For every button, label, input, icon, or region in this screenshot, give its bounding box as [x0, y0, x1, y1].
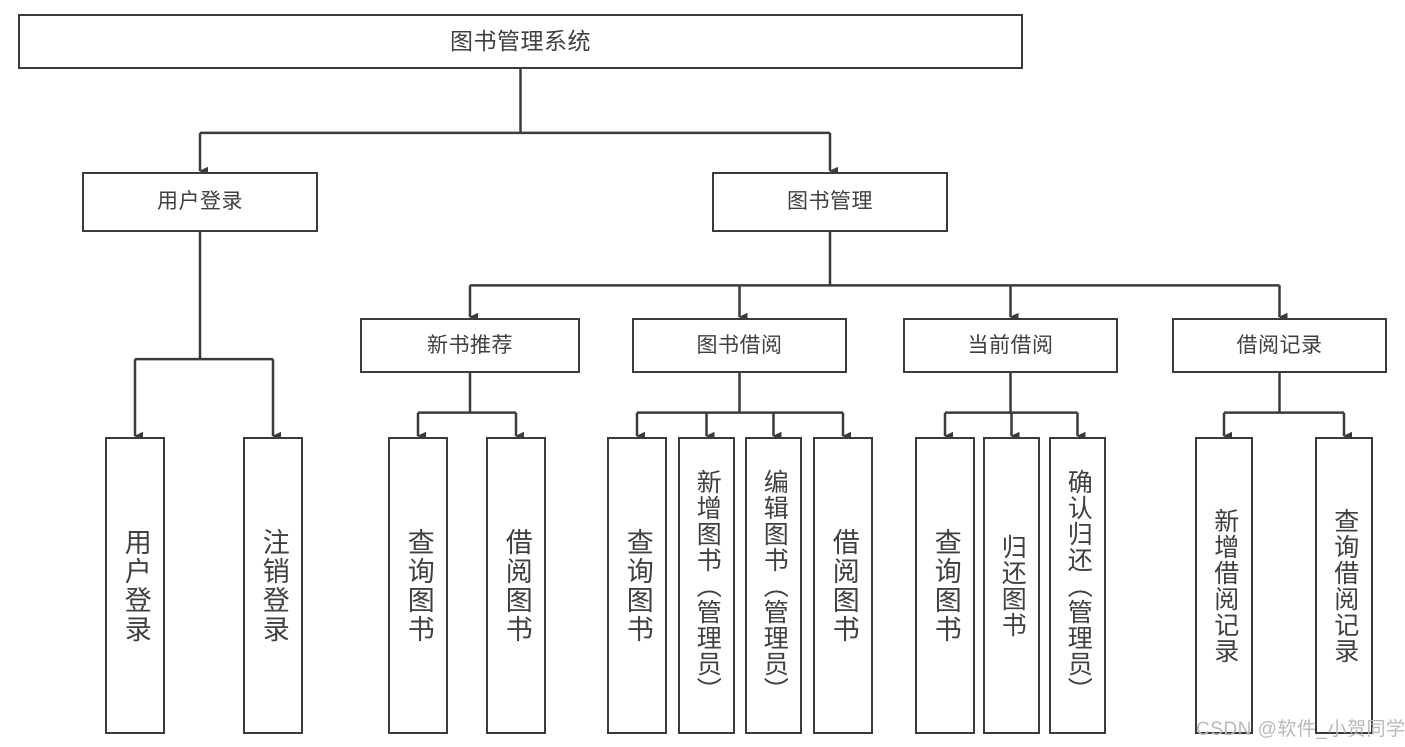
node-root[interactable]: 图书管理系统: [18, 14, 1023, 69]
node-label: 图书管理: [787, 190, 873, 214]
node-leaf-user-logout[interactable]: 注销登录: [243, 437, 303, 734]
node-leaf-user-login[interactable]: 用户登录: [105, 437, 165, 734]
node-leaf-bb-query[interactable]: 查询图书: [607, 437, 667, 734]
node-leaf-rec-borrow[interactable]: 借阅图书: [486, 437, 546, 734]
node-leaf-bb-lend[interactable]: 借阅图书: [813, 437, 873, 734]
node-label: 编辑图书（管理员）: [760, 468, 789, 703]
node-label: 查询图书: [403, 527, 434, 644]
node-label: 借阅图书: [828, 527, 859, 644]
node-label: 借阅记录: [1236, 333, 1323, 357]
node-label: 查询借阅记录: [1330, 507, 1359, 664]
node-label: 注销登录: [258, 527, 289, 644]
node-label: 新书推荐: [427, 333, 513, 357]
node-label: 用户登录: [120, 527, 151, 644]
node-leaf-br-query[interactable]: 查询借阅记录: [1315, 437, 1373, 734]
tree-edges: [133, 69, 1352, 441]
node-leaf-rec-query[interactable]: 查询图书: [388, 437, 448, 734]
node-label: 图书借阅: [696, 333, 783, 357]
node-label: 借阅图书: [501, 527, 532, 644]
node-leaf-cb-return[interactable]: 归还图书: [983, 437, 1040, 734]
csdn-watermark: CSDN @软件_小贺同学: [1196, 719, 1405, 740]
node-label: 新增借阅记录: [1210, 507, 1239, 664]
node-leaf-cb-query[interactable]: 查询图书: [915, 437, 975, 734]
node-leaf-bb-add[interactable]: 新增图书（管理员）: [678, 437, 735, 734]
node-book-manage[interactable]: 图书管理: [712, 172, 948, 232]
node-label: 用户登录: [157, 190, 243, 214]
node-book-borrow[interactable]: 图书借阅: [632, 318, 847, 373]
node-leaf-br-add[interactable]: 新增借阅记录: [1195, 437, 1253, 734]
node-label: 查询图书: [622, 527, 653, 644]
node-label: 归还图书: [998, 533, 1027, 638]
node-current-borrow[interactable]: 当前借阅: [903, 318, 1118, 373]
node-borrow-record[interactable]: 借阅记录: [1172, 318, 1387, 373]
node-leaf-bb-edit[interactable]: 编辑图书（管理员）: [745, 437, 802, 734]
node-new-book-rec[interactable]: 新书推荐: [360, 318, 580, 373]
node-label: 确认归还（管理员）: [1064, 468, 1093, 703]
node-label: 查询图书: [930, 527, 961, 644]
node-label: 图书管理系统: [450, 27, 591, 54]
node-leaf-cb-confirm[interactable]: 确认归还（管理员）: [1049, 437, 1106, 734]
node-label: 当前借阅: [967, 333, 1054, 357]
node-label: 新增图书（管理员）: [693, 468, 722, 703]
node-user-login[interactable]: 用户登录: [82, 172, 318, 232]
